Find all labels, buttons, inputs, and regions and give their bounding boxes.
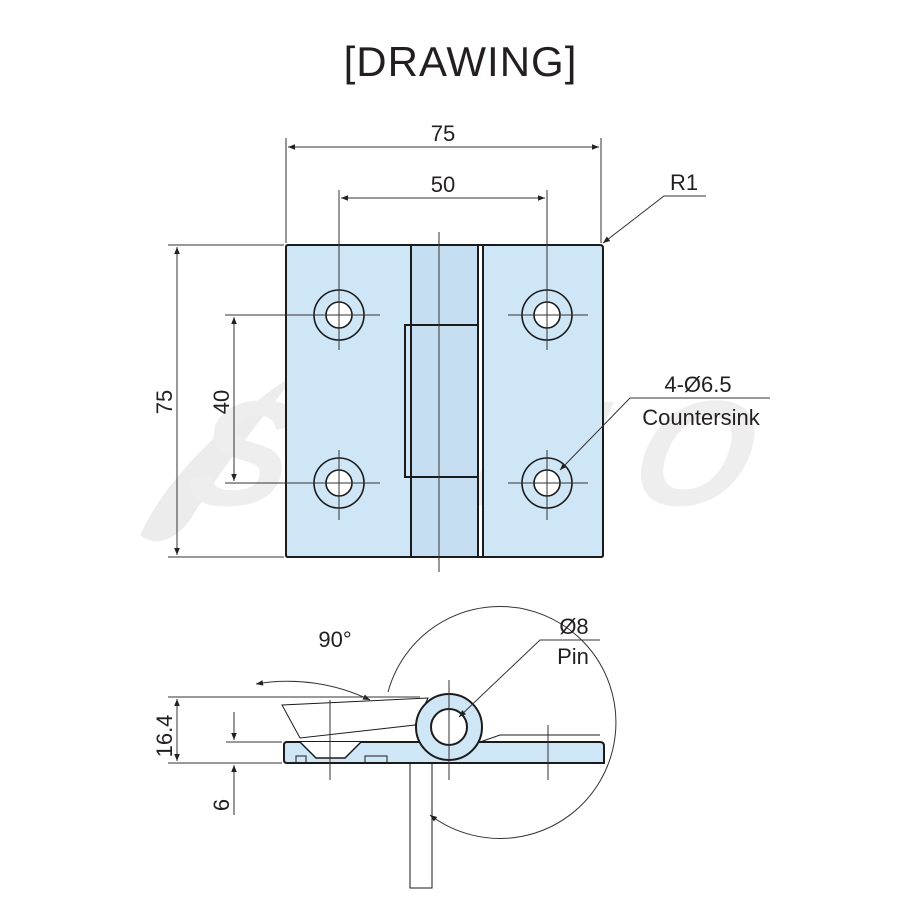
angle-arc (255, 680, 371, 701)
knuckle-strip (410, 244, 479, 558)
rotation-angle-label: 90° (318, 627, 351, 652)
dim-total-height (168, 696, 420, 764)
countersink-slot (295, 755, 307, 764)
hole-centerlines (225, 190, 588, 520)
dim-plate-thickness (226, 712, 282, 815)
drawing-title: [DRAWING] (343, 38, 578, 85)
dim-overall-width (285, 138, 602, 243)
left-leaf (285, 244, 412, 558)
dim-overall-height (168, 244, 284, 558)
pin-note-line2: Pin (557, 644, 589, 669)
dim-overall-width-label: 75 (431, 121, 455, 146)
plate-step (479, 734, 600, 743)
side-view: 90° Ø8 Pin (152, 605, 617, 889)
corner-radius-leader (602, 195, 706, 244)
right-leaf (482, 244, 604, 558)
rotated-leaf (409, 761, 433, 889)
hole-note-leader (559, 397, 770, 471)
hole-note-line1: 4-Ø6.5 (664, 372, 731, 397)
dim-total-height-label: 16.4 (152, 715, 177, 758)
rotation-arc (387, 605, 617, 839)
tilted-leaf (281, 697, 429, 739)
pin-note-leader (458, 639, 600, 718)
dim-plate-thickness-label: 6 (209, 799, 234, 811)
dim-hole-spacing-x-label: 50 (431, 172, 455, 197)
dim-overall-height-label: 75 (152, 390, 177, 414)
knuckle-step-line (404, 245, 479, 557)
pin-note-line1: Ø8 (559, 614, 588, 639)
corner-radius-note: R1 (670, 170, 698, 195)
top-view: 75 50 75 40 R1 (152, 121, 770, 572)
countersink-slot (364, 755, 388, 764)
dim-hole-spacing-y-label: 40 (209, 390, 234, 414)
watermark-swoosh (140, 370, 300, 542)
hole-note-line2: Countersink (642, 405, 760, 430)
